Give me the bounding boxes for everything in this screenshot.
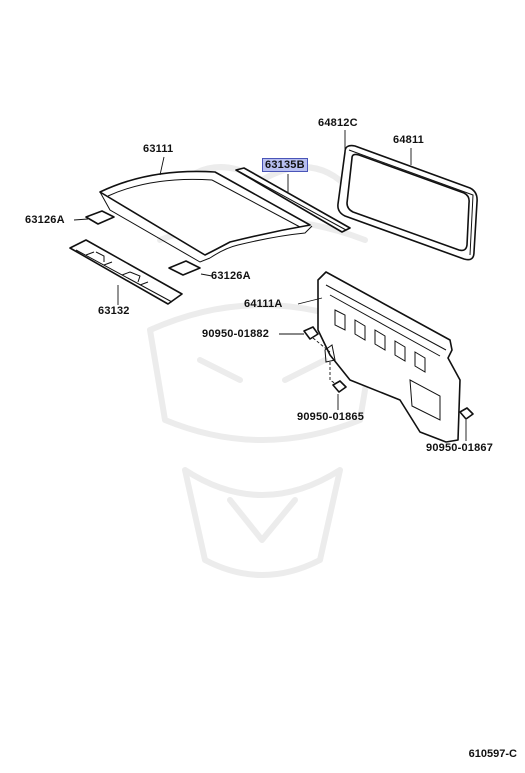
clip-right-shape[interactable] <box>459 407 474 420</box>
clip-lower-shape[interactable] <box>332 380 347 393</box>
label-back-window-glass[interactable]: 64811 <box>393 134 424 146</box>
label-back-window-weatherstrip[interactable]: 64812C <box>318 117 358 129</box>
back-panel-shape[interactable] <box>317 271 461 443</box>
roof-panel-shape[interactable] <box>99 170 313 263</box>
label-front-header[interactable]: 63132 <box>98 305 130 317</box>
diagram-code: 610597-C <box>468 748 517 760</box>
label-drip-channel[interactable]: 63135B <box>262 158 308 172</box>
roof-pad-rear-shape[interactable] <box>168 260 201 276</box>
label-roof-panel[interactable]: 63111 <box>143 143 174 155</box>
label-roof-pad-rear[interactable]: 63126A <box>211 270 251 282</box>
leader-lines <box>73 130 467 441</box>
label-clip-upper[interactable]: 90950-01882 <box>202 328 270 340</box>
clip-upper-shape[interactable] <box>303 326 319 340</box>
label-roof-pad-front[interactable]: 63126A <box>25 214 65 226</box>
roof-pad-front-shape[interactable] <box>85 210 115 225</box>
label-clip-right[interactable]: 90950-01867 <box>426 442 494 454</box>
label-clip-lower[interactable]: 90950-01865 <box>297 411 365 423</box>
drip-channel-shape[interactable] <box>235 167 351 233</box>
label-back-panel[interactable]: 64111A <box>244 298 283 310</box>
front-header-shape[interactable] <box>69 239 183 305</box>
back-window-shape[interactable] <box>337 144 478 261</box>
